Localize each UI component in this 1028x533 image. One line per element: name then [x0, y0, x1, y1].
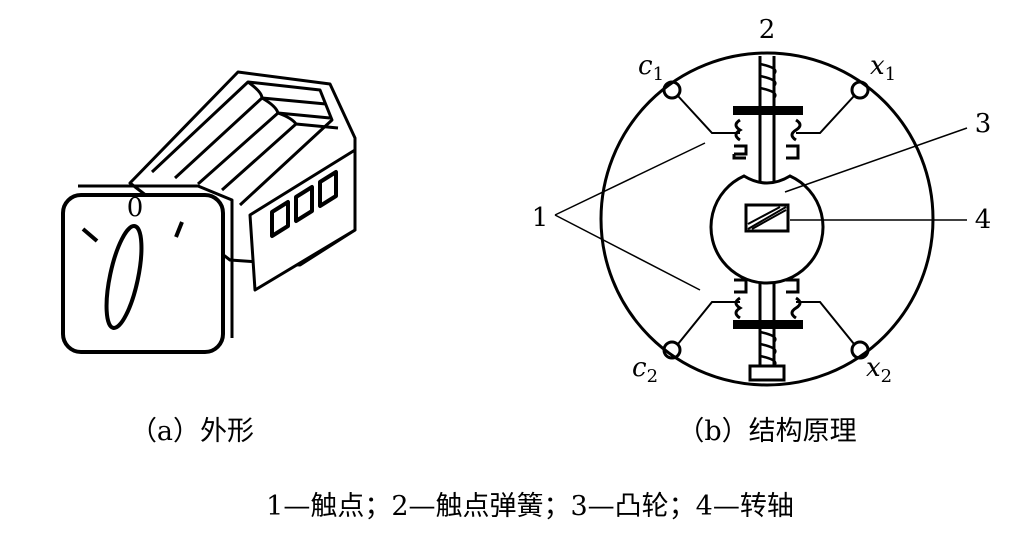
switch-structure-diagram: [554, 51, 968, 387]
caption-a: （a）外形: [130, 416, 254, 447]
terminal-label-c2: c2: [632, 353, 658, 387]
callout-1: 1: [532, 203, 549, 233]
callout-3: 3: [975, 109, 992, 139]
terminal-x1: [850, 80, 870, 100]
terminal-c2: [662, 340, 682, 360]
callout-4: 4: [975, 205, 992, 235]
terminal-label-x2: x2: [866, 353, 892, 387]
switch-exterior: [61, 70, 357, 354]
terminal-label-x1: x1: [870, 51, 896, 85]
terminal-x2: [850, 340, 870, 360]
terminal-c1: [662, 80, 682, 100]
dial-zero-mark: 0: [127, 193, 144, 223]
caption-b: （b）结构原理: [677, 416, 856, 447]
legend-caption: 1—触点；2—触点弹簧；3—凸轮；4—转轴: [266, 491, 794, 522]
terminal-label-c1: c1: [638, 51, 664, 85]
callout-2: 2: [759, 15, 776, 45]
housing-circle: [599, 51, 935, 387]
